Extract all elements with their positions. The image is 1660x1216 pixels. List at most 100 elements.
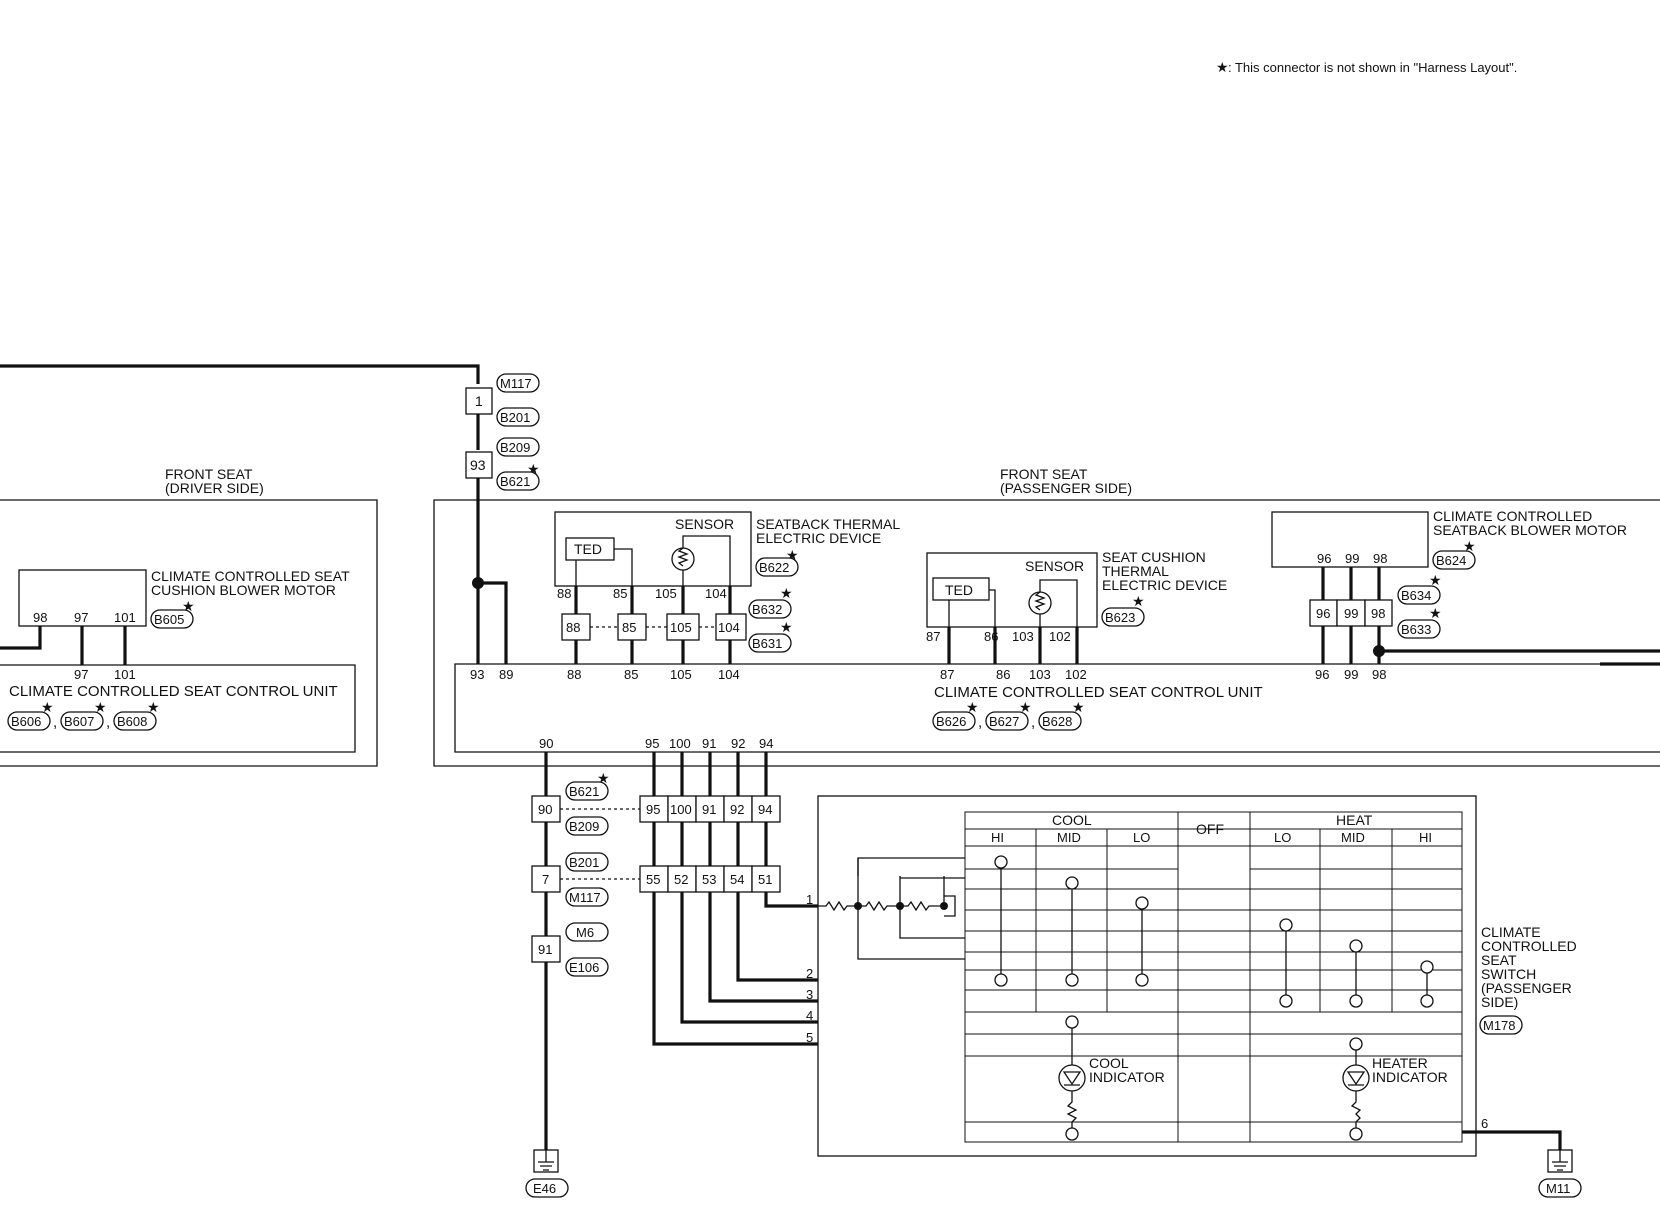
terminal-5: 5 <box>806 1030 813 1045</box>
seatback-blower-pin-96: 96 <box>1317 551 1331 566</box>
conn-e46 <box>525 1178 569 1198</box>
seatback-sensor-lead-104 <box>682 535 731 586</box>
switch-label-5: (PASSENGER <box>1481 980 1572 996</box>
star-b623: ★ <box>1132 593 1145 609</box>
seatback-blower-label-2: SEATBACK BLOWER MOTOR <box>1433 522 1627 538</box>
col-cool-lo: LO <box>1133 830 1150 845</box>
conn-e106-label: E106 <box>569 960 599 975</box>
cu-pin-92: 92 <box>731 736 745 751</box>
star-b633: ★ <box>1429 605 1442 621</box>
conn-b627-label: B627 <box>989 714 1019 729</box>
resistor-taps-upper <box>857 857 965 879</box>
cu-pin-98: 98 <box>1372 667 1386 682</box>
conn-b628 <box>1038 711 1082 731</box>
note-star: ★ <box>1216 59 1229 75</box>
star-b624: ★ <box>1463 538 1476 554</box>
conn-b209-low <box>565 816 609 836</box>
col-heat-mid: MID <box>1341 830 1365 845</box>
cu-pin-93: 93 <box>470 667 484 682</box>
conn-b621-low <box>565 781 609 801</box>
conn-b624-label: B624 <box>1436 553 1466 568</box>
conn-b622 <box>755 557 799 577</box>
star-b606: ★ <box>41 699 54 715</box>
cushion-pin-103: 103 <box>1012 629 1034 644</box>
seatback-pin-104: 104 <box>705 586 727 601</box>
conn-box-7-label: 7 <box>542 872 549 887</box>
cu-pin-99: 99 <box>1344 667 1358 682</box>
up-pin-95: 95 <box>646 802 660 817</box>
cu-pin-89: 89 <box>499 667 513 682</box>
terminal-6: 6 <box>1481 1116 1488 1131</box>
sep-3: , <box>978 714 982 731</box>
wire-terminal-6 <box>1462 1130 1562 1150</box>
mode-cool: COOL <box>1052 812 1092 828</box>
cu-pin-87: 87 <box>940 667 954 682</box>
seatback-ted-label-1: SEATBACK THERMAL <box>756 516 900 532</box>
passenger-title-1: FRONT SEAT <box>1000 466 1088 482</box>
driver-seat-frame <box>0 499 378 767</box>
conn-b605 <box>150 609 194 629</box>
seatback-wires-lower <box>574 640 732 664</box>
star-b631: ★ <box>780 619 793 635</box>
cushion-sensor-lead-102 <box>1039 579 1078 627</box>
conn-m178 <box>1479 1015 1523 1035</box>
seatback-pin-88: 88 <box>557 586 571 601</box>
up-pin-91: 91 <box>702 802 716 817</box>
driver-blower-pin-97: 97 <box>74 610 88 625</box>
sep-2: , <box>106 714 110 731</box>
up-pin-94: 94 <box>758 802 772 817</box>
blower-wires-lower <box>1321 626 1381 664</box>
cool-indicator-led-icon <box>1058 1064 1086 1092</box>
switch-label-1: CLIMATE <box>1481 924 1541 940</box>
wire-terminal-1 <box>764 892 818 908</box>
conn-b201-low <box>565 852 609 872</box>
heater-indicator-label-1: HEATER <box>1372 1055 1428 1071</box>
pin-box-93 <box>465 451 493 479</box>
conn-m11 <box>1538 1178 1582 1198</box>
power-wire <box>0 364 480 384</box>
driver-cu-label: CLIMATE CONTROLLED SEAT CONTROL UNIT <box>9 683 338 700</box>
blower-conn-99-label: 99 <box>1344 606 1358 621</box>
driver-blower-label-1: CLIMATE CONTROLLED SEAT <box>151 568 350 584</box>
seatback-ted-lead-85 <box>614 548 633 586</box>
cu-pin-88: 88 <box>567 667 581 682</box>
seatback-blower-label-1: CLIMATE CONTROLLED <box>1433 508 1592 524</box>
seatback-blower-box <box>1271 511 1429 568</box>
pin-93-label: 93 <box>470 457 486 473</box>
terminal-3: 3 <box>806 987 813 1002</box>
up-pin-100: 100 <box>670 802 692 817</box>
switch-label-6: SIDE) <box>1481 994 1518 1010</box>
low-pin-53: 53 <box>702 872 716 887</box>
switch-label-4: SWITCH <box>1481 966 1536 982</box>
seatback-conn-104 <box>715 613 747 641</box>
seatback-thermistor-zigzag <box>677 547 689 567</box>
driver-blower-label-2: CUSHION BLOWER MOTOR <box>151 582 336 598</box>
cu-pin-102: 102 <box>1065 667 1087 682</box>
cu-pin-85: 85 <box>624 667 638 682</box>
conn-box-90-label: 90 <box>538 802 552 817</box>
star-b608: ★ <box>147 699 160 715</box>
low-pin-54: 54 <box>730 872 744 887</box>
mode-off: OFF <box>1196 821 1224 837</box>
conn-b623 <box>1101 607 1145 627</box>
seatback-pin-85: 85 <box>613 586 627 601</box>
conn-b626 <box>932 711 976 731</box>
cushion-ted-label-3: ELECTRIC DEVICE <box>1102 577 1227 593</box>
conn-m6 <box>565 922 609 942</box>
conn-b621-top-label: B621 <box>500 474 530 489</box>
col-heat-lo: LO <box>1274 830 1291 845</box>
heater-indicator-label-2: INDICATOR <box>1372 1069 1448 1085</box>
star-b607: ★ <box>94 699 107 715</box>
conn-b606-label: B606 <box>11 714 41 729</box>
terminal-2: 2 <box>806 966 813 981</box>
passenger-seat-frame <box>433 499 1660 767</box>
cu-pin-86: 86 <box>996 667 1010 682</box>
low-pin-51: 51 <box>758 872 772 887</box>
cushion-ted-inner <box>932 577 990 601</box>
up-pin-92: 92 <box>730 802 744 817</box>
cu-pin-100: 100 <box>669 736 691 751</box>
cu-pin-105: 105 <box>670 667 692 682</box>
switch-outer-box <box>817 795 1477 1157</box>
driver-cu-pin-101: 101 <box>114 667 136 682</box>
cu-pin-94: 94 <box>759 736 773 751</box>
